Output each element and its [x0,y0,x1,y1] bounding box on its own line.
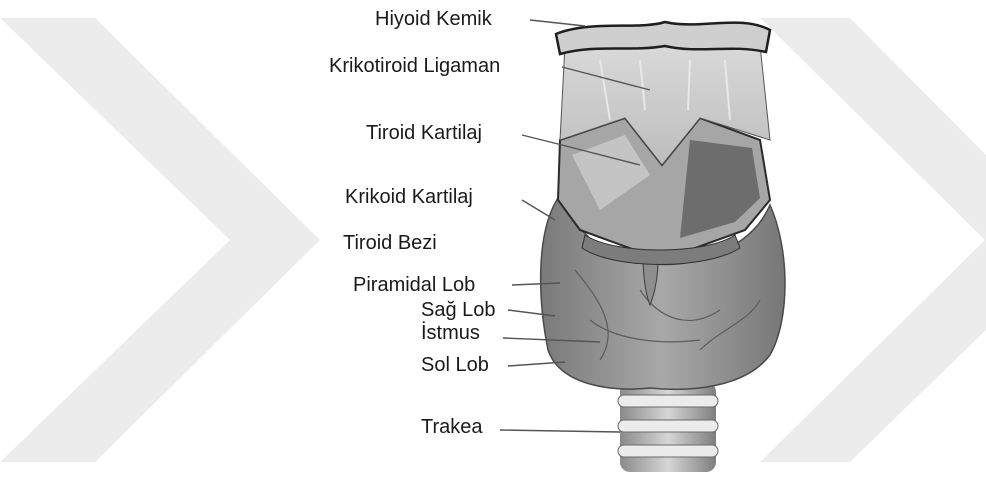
label-sag-lob: Sağ Lob [421,300,496,320]
label-tiroid-kartilaj: Tiroid Kartilaj [366,123,482,143]
label-istmus: İstmus [421,323,480,343]
leader-hiyoid [530,20,585,26]
label-hiyoid-kemik: Hiyoid Kemik [375,9,492,29]
label-krikotiroid-ligaman: Krikotiroid Ligaman [329,56,500,76]
label-trakea: Trakea [421,417,483,437]
trachea [618,382,718,472]
leader-trakea [500,430,620,432]
label-sol-lob: Sol Lob [421,355,489,375]
label-tiroid-bezi: Tiroid Bezi [343,233,437,253]
leader-krikoid [522,200,555,220]
label-krikoid-kartilaj: Krikoid Kartilaj [345,187,473,207]
label-piramidal-lob: Piramidal Lob [353,275,475,295]
